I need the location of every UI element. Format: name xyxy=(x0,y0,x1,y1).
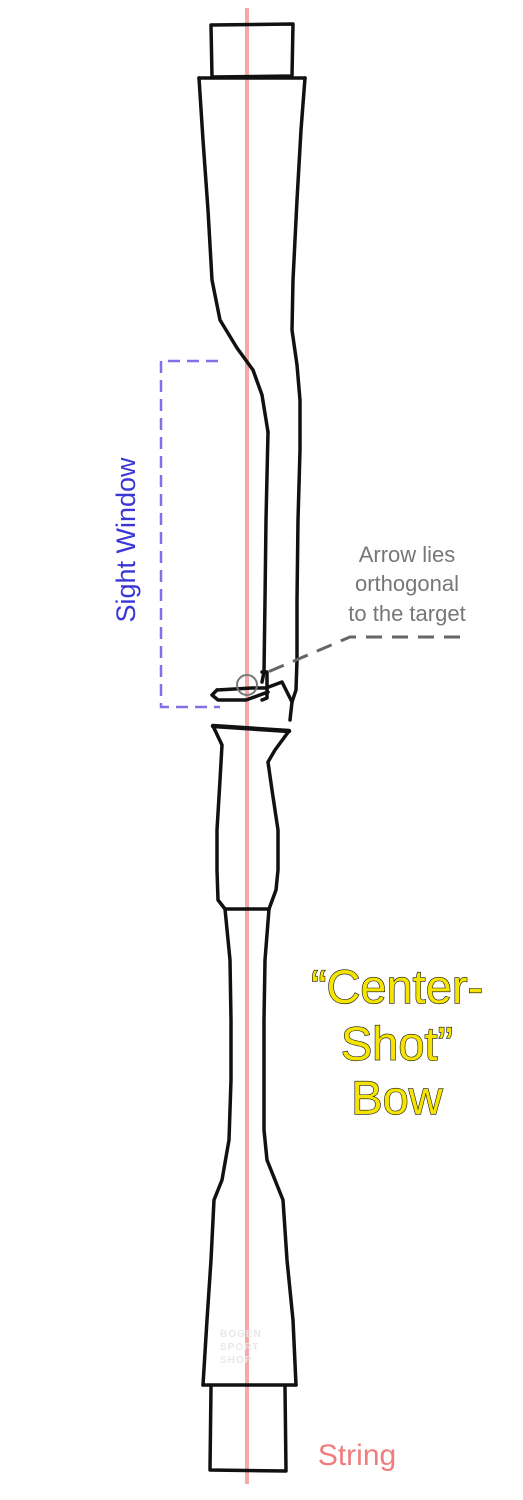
lower-riser-left-edge xyxy=(201,907,233,1387)
sight-window-bracket xyxy=(159,359,220,709)
upper-limb-pocket xyxy=(209,22,295,79)
string-label: String xyxy=(318,1439,396,1472)
upper-riser-left-edge xyxy=(197,76,270,434)
arrow-note-leader xyxy=(267,635,460,674)
arrow-contact-marker xyxy=(236,674,258,696)
lower-riser-right-edge xyxy=(262,907,298,1387)
shelf-bottom xyxy=(215,680,294,722)
arrow-shelf xyxy=(260,670,269,702)
sight-window-label: Sight Window xyxy=(111,457,141,623)
bow-outline xyxy=(197,22,307,1473)
title-line-1: “Center- xyxy=(311,960,483,1013)
svg-text:BOGEN: BOGEN xyxy=(220,1329,262,1340)
sight-window-edge xyxy=(260,430,270,684)
svg-text:SPORT: SPORT xyxy=(220,1342,259,1353)
svg-text:SHOP: SHOP xyxy=(220,1355,252,1366)
grip-top-band xyxy=(210,723,292,734)
grip-left-edge xyxy=(211,724,227,911)
shelf-lip xyxy=(210,688,270,702)
watermark-logo: BOGEN SPORT SHOP xyxy=(220,1329,262,1366)
arrow-note-line-3: to the target xyxy=(348,601,465,626)
grip-right-edge xyxy=(266,729,291,911)
lower-limb-pocket xyxy=(208,1385,288,1473)
arrow-note-line-1: Arrow lies xyxy=(359,542,456,567)
title-line-3: Bow xyxy=(351,1071,443,1124)
upper-riser-right-edge xyxy=(290,76,307,704)
arrow-note-line-2: orthogonal xyxy=(355,571,459,596)
title-line-2: Shot” xyxy=(341,1017,453,1070)
